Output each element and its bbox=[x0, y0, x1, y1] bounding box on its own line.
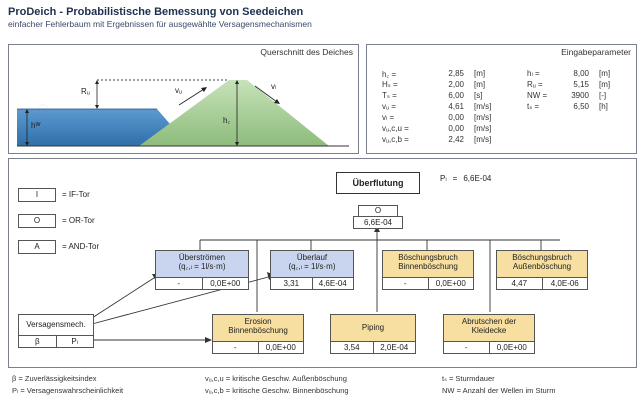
footer-pf-def: Pₗ = Versagenswahrscheinlichkeit bbox=[12, 386, 124, 395]
mech-boeschungsbruch-binnen-values: -0,0E+00 bbox=[382, 277, 474, 290]
param-row: Hₛ =2,00[m] bbox=[382, 80, 486, 89]
footer-vucb-def: vᵤ,c,b = kritische Geschw. Binnenböschun… bbox=[205, 386, 349, 395]
vl-label: vₗ bbox=[271, 82, 277, 91]
mech-boeschungsbruch-binnen: Böschungsbruch Binnenböschung bbox=[382, 250, 474, 278]
mech-boeschungsbruch-aussen: Böschungsbruch Außenböschung bbox=[496, 250, 588, 278]
hw-label: hᵂ bbox=[31, 121, 41, 130]
legend-if-symbol: I bbox=[18, 188, 56, 202]
legend-and-label: = AND-Tor bbox=[62, 242, 100, 251]
mech-erosion-values: -0,0E+00 bbox=[212, 341, 304, 354]
parameter-right-list: hₗ =8,00[m] Rᵤ =5,15[m] NW =3900[-] tₛ =… bbox=[527, 69, 610, 113]
page-subtitle: einfacher Fehlerbaum mit Ergebnissen für… bbox=[8, 19, 312, 29]
hc-label: h꜀ bbox=[223, 116, 231, 125]
mech-abrutschen-kleidecke-values: -0,0E+00 bbox=[443, 341, 535, 354]
legend-or-label: = OR-Tor bbox=[62, 216, 95, 225]
footer-ts-def: tₛ = Sturmdauer bbox=[442, 374, 495, 383]
footer-vucu-def: vᵤ,c,u = kritische Geschw. Außenböschung bbox=[205, 374, 347, 383]
dike-shape bbox=[139, 80, 329, 146]
mech-ueberlauf: Überlauf (q꜀,ₗ = 1l/s·m) bbox=[270, 250, 354, 278]
param-row: Tₛ =6,00[s] bbox=[382, 91, 483, 100]
cross-section-panel: Querschnitt des Deiches bbox=[8, 44, 359, 154]
param-row: Rᵤ =5,15[m] bbox=[527, 80, 611, 89]
mech-erosion: Erosion Binnenböschung bbox=[212, 314, 304, 342]
parameter-left-list: h꜀ =2,85[m] Hₛ =2,00[m] Tₛ =6,00[s] vᵤ =… bbox=[382, 69, 491, 146]
mech-abrutschen-kleidecke: Abrutschen der Kleidecke bbox=[443, 314, 535, 342]
param-row: vᵤ =4,61[m/s] bbox=[382, 102, 492, 111]
ru-label: Rᵤ bbox=[81, 87, 90, 96]
parameter-panel: Eingabeparameter h꜀ =2,85[m] Hₛ =2,00[m]… bbox=[366, 44, 637, 154]
dike-cross-section-drawing bbox=[17, 79, 349, 147]
footer-nw-def: NW = Anzahl der Wellen im Sturm bbox=[442, 386, 556, 395]
cross-section-title: Querschnitt des Deiches bbox=[260, 47, 353, 57]
mech-ueberstroemen-values: -0,0E+00 bbox=[155, 277, 249, 290]
legend-or-symbol: O bbox=[18, 214, 56, 228]
footer-beta-def: β = Zuverlässigkeitsindex bbox=[12, 374, 97, 383]
vu-label: vᵤ bbox=[175, 86, 183, 95]
mech-piping: Piping bbox=[330, 314, 416, 342]
page-title: ProDeich - Probabilistische Bemessung vo… bbox=[8, 6, 304, 18]
mech-ueberstroemen: Überströmen (q꜀,ₗ = 1l/s·m) bbox=[155, 250, 249, 278]
top-event-ueberflutung: Überflutung bbox=[336, 172, 420, 194]
parameter-title: Eingabeparameter bbox=[561, 47, 631, 57]
param-row: hₗ =8,00[m] bbox=[527, 69, 611, 78]
param-row: h꜀ =2,85[m] bbox=[382, 69, 486, 79]
legend-and-symbol: A bbox=[18, 240, 56, 254]
versagensmech-box: Versagensmech. bbox=[18, 314, 94, 336]
or-gate-value: 6,6E-04 bbox=[353, 216, 403, 229]
param-row: NW =3900[-] bbox=[527, 91, 607, 100]
param-row: tₛ =6,50[h] bbox=[527, 102, 608, 111]
top-event-probability: Pₗ=6,6E-04 bbox=[440, 174, 492, 183]
legend-if-label: = IF-Tor bbox=[62, 190, 90, 199]
param-row: vᵤ,c,b =2,42[m/s] bbox=[382, 135, 492, 144]
water-shape bbox=[17, 109, 189, 146]
param-row: vₗ =0,00[m/s] bbox=[382, 113, 492, 122]
param-row: vᵤ,c,u =0,00[m/s] bbox=[382, 124, 492, 133]
